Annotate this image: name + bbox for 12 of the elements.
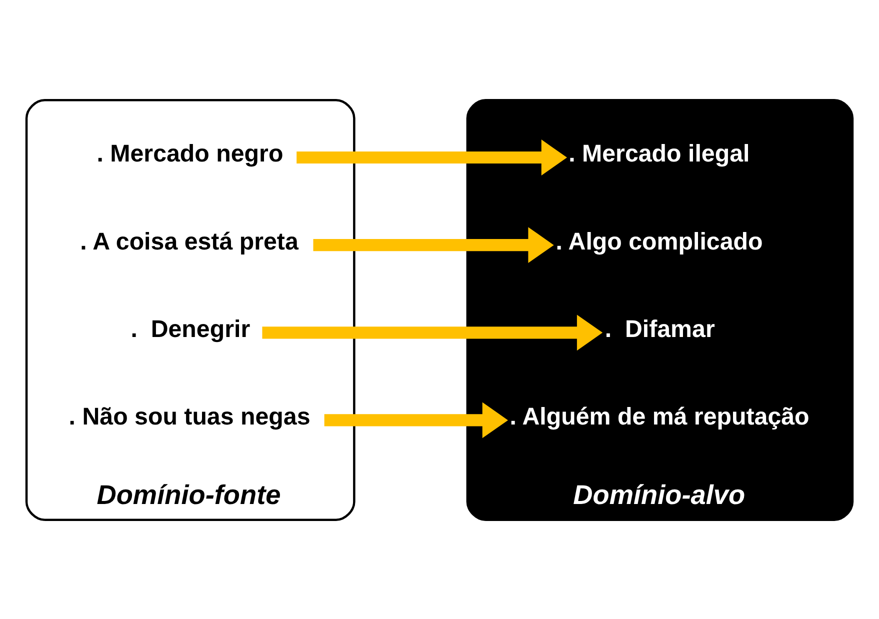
node-text: . Algo complicado <box>556 228 763 255</box>
arrow <box>262 314 603 350</box>
node-text: . Mercado ilegal <box>568 140 750 168</box>
node-text: . Não sou tuas negas <box>68 402 310 430</box>
node-text: . A coisa está preta <box>80 228 298 255</box>
arrow <box>313 226 554 263</box>
node-text: . Denegrir <box>130 315 250 342</box>
node-text: . Difamar <box>604 315 715 342</box>
node-text: . Mercado negro <box>96 140 284 168</box>
arrow <box>296 139 568 175</box>
arrow <box>324 402 508 438</box>
node-text: . Alguém de má reputação <box>510 402 810 430</box>
